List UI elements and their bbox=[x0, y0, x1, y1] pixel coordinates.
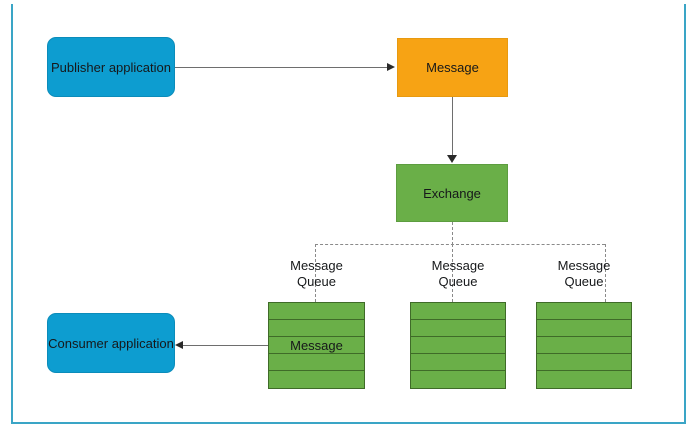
queue-1-cell-1[interactable] bbox=[269, 303, 364, 320]
queue-3[interactable]: Message Queue bbox=[536, 258, 632, 389]
queue-2-label: Message Queue bbox=[431, 258, 485, 289]
queue-2-cell-2[interactable] bbox=[411, 320, 505, 337]
queue-1-cell-2[interactable] bbox=[269, 320, 364, 337]
edge-dashed-branch-queue-1 bbox=[315, 244, 316, 302]
queue-2-cell-3[interactable] bbox=[411, 337, 505, 354]
queue-3-cell-1[interactable] bbox=[537, 303, 631, 320]
edge-dashed-branch-queue-3 bbox=[605, 244, 606, 302]
node-message[interactable]: Message bbox=[397, 38, 508, 97]
frame-right-rule bbox=[684, 4, 686, 424]
queue-1-cell-3[interactable]: Message bbox=[269, 337, 364, 354]
frame-bottom-rule bbox=[11, 422, 686, 424]
queue-3-cell-5[interactable] bbox=[537, 371, 631, 388]
queue-2[interactable]: Message Queue bbox=[410, 258, 506, 389]
frame-left-rule bbox=[11, 4, 13, 424]
queue-1-cell-4[interactable] bbox=[269, 354, 364, 371]
node-exchange[interactable]: Exchange bbox=[396, 164, 508, 222]
edge-publisher-to-message bbox=[175, 67, 387, 68]
node-consumer-application[interactable]: Consumer application bbox=[47, 313, 175, 373]
queue-3-cell-4[interactable] bbox=[537, 354, 631, 371]
queue-1-label: Message Queue bbox=[290, 258, 343, 289]
queue-3-label: Message Queue bbox=[557, 258, 611, 289]
queue-1[interactable]: Message Queue Message bbox=[268, 258, 365, 389]
edge-exchange-dashed-stem bbox=[452, 222, 453, 245]
edge-message-to-exchange bbox=[452, 97, 453, 155]
queue-1-cell-5[interactable] bbox=[269, 371, 364, 388]
edge-queue-to-consumer bbox=[183, 345, 268, 346]
queue-2-stack bbox=[410, 302, 506, 389]
queue-3-stack bbox=[536, 302, 632, 389]
queue-1-stack: Message bbox=[268, 302, 365, 389]
queue-2-cell-4[interactable] bbox=[411, 354, 505, 371]
queue-3-cell-2[interactable] bbox=[537, 320, 631, 337]
edge-publisher-to-message-arrowhead bbox=[387, 63, 395, 71]
queue-2-cell-5[interactable] bbox=[411, 371, 505, 388]
edge-exchange-dashed-bus bbox=[315, 244, 605, 245]
node-publisher-application[interactable]: Publisher application bbox=[47, 37, 175, 97]
edge-message-to-exchange-arrowhead bbox=[447, 155, 457, 163]
queue-3-cell-3[interactable] bbox=[537, 337, 631, 354]
edge-queue-to-consumer-arrowhead bbox=[175, 341, 183, 349]
edge-dashed-branch-queue-2 bbox=[452, 244, 453, 302]
queue-2-cell-1[interactable] bbox=[411, 303, 505, 320]
